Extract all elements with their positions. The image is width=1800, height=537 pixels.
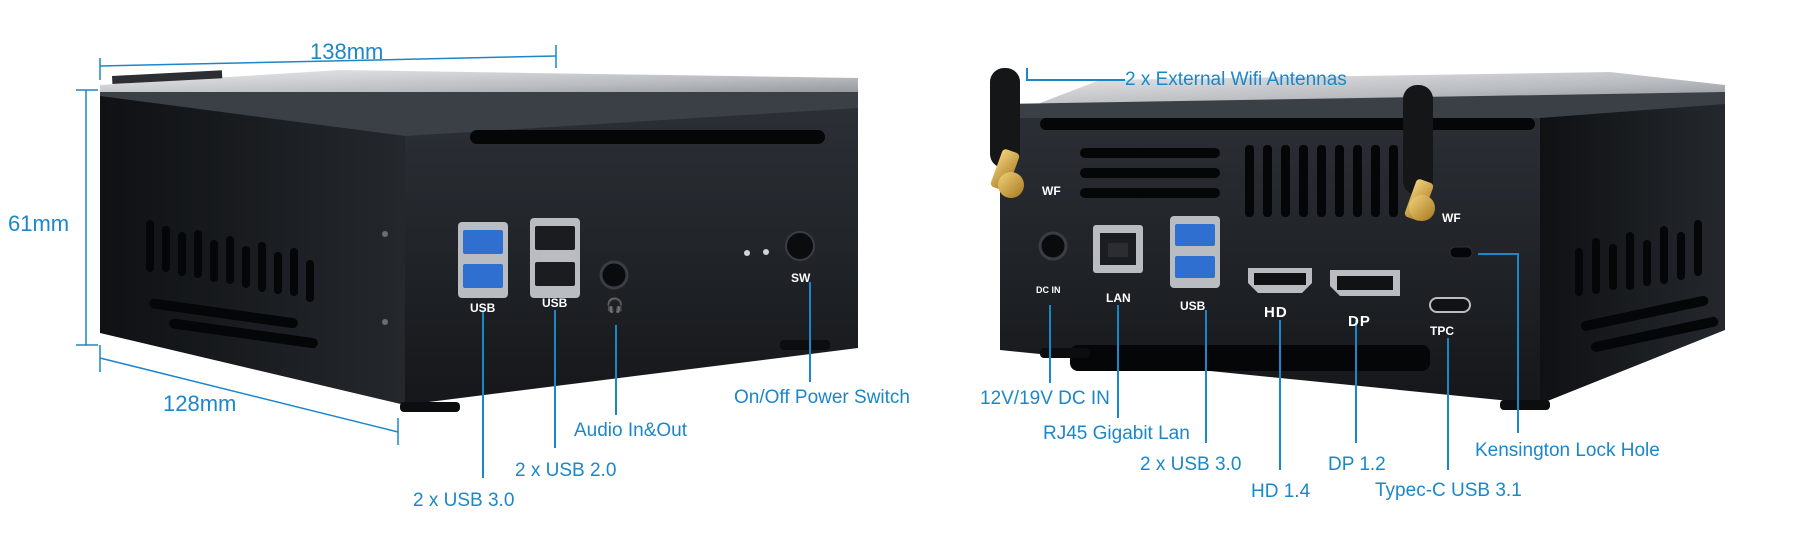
- dp-port-label: DP: [1348, 313, 1371, 330]
- depth-label: 128mm: [163, 391, 237, 416]
- power-button: [785, 231, 815, 261]
- rear-device: [990, 68, 1725, 410]
- callout-power-switch: On/Off Power Switch: [734, 387, 910, 408]
- callout-leaders: [482, 68, 1519, 478]
- rear-usb-port-label: USB: [1180, 299, 1206, 313]
- audio-headphone-icon: 🎧: [606, 297, 624, 313]
- front-usb30-port-label: USB: [470, 301, 496, 315]
- callout-audio: Audio In&Out: [574, 420, 688, 441]
- front-usb20-ports: [530, 218, 580, 298]
- height-label: 61mm: [8, 211, 70, 236]
- typec-port: [1429, 297, 1471, 313]
- hd-port-label: HD: [1264, 304, 1288, 321]
- dimension-lines: [76, 45, 557, 445]
- dc-in-port-label: DC IN: [1036, 285, 1061, 295]
- callout-hd: HD 1.4: [1251, 481, 1311, 502]
- wifi-antennas: [990, 68, 1435, 221]
- lan-port: [1093, 225, 1143, 273]
- callout-antennas: 2 x External Wifi Antennas: [1125, 69, 1347, 90]
- audio-jack: [599, 260, 629, 290]
- callout-front-usb30: 2 x USB 3.0: [413, 490, 515, 511]
- callout-kensington: Kensington Lock Hole: [1475, 440, 1660, 461]
- callout-typec: Typec-C USB 3.1: [1375, 480, 1522, 501]
- wifi-left-port-label: WF: [1042, 184, 1061, 198]
- front-device: [100, 70, 858, 412]
- tpc-port-label: TPC: [1430, 324, 1454, 338]
- wifi-right-port-label: WF: [1442, 211, 1461, 225]
- power-switch-port-label: SW: [791, 271, 811, 285]
- dp-port: [1330, 270, 1400, 296]
- callout-dp: DP 1.2: [1328, 454, 1386, 475]
- kensington-slot: [1449, 246, 1473, 259]
- width-label: 138mm: [310, 39, 384, 64]
- callout-lan: RJ45 Gigabit Lan: [1043, 423, 1190, 444]
- callout-front-usb20: 2 x USB 2.0: [515, 460, 617, 481]
- dc-in-jack: [1038, 231, 1068, 261]
- rear-usb30-ports: [1170, 216, 1220, 288]
- hd-port: [1248, 268, 1312, 293]
- front-usb20-port-label: USB: [542, 296, 568, 310]
- lan-port-label: LAN: [1106, 291, 1131, 305]
- callout-dc-in: 12V/19V DC IN: [980, 388, 1110, 409]
- front-usb30-ports: [458, 222, 508, 298]
- callout-rear-usb30: 2 x USB 3.0: [1140, 454, 1242, 475]
